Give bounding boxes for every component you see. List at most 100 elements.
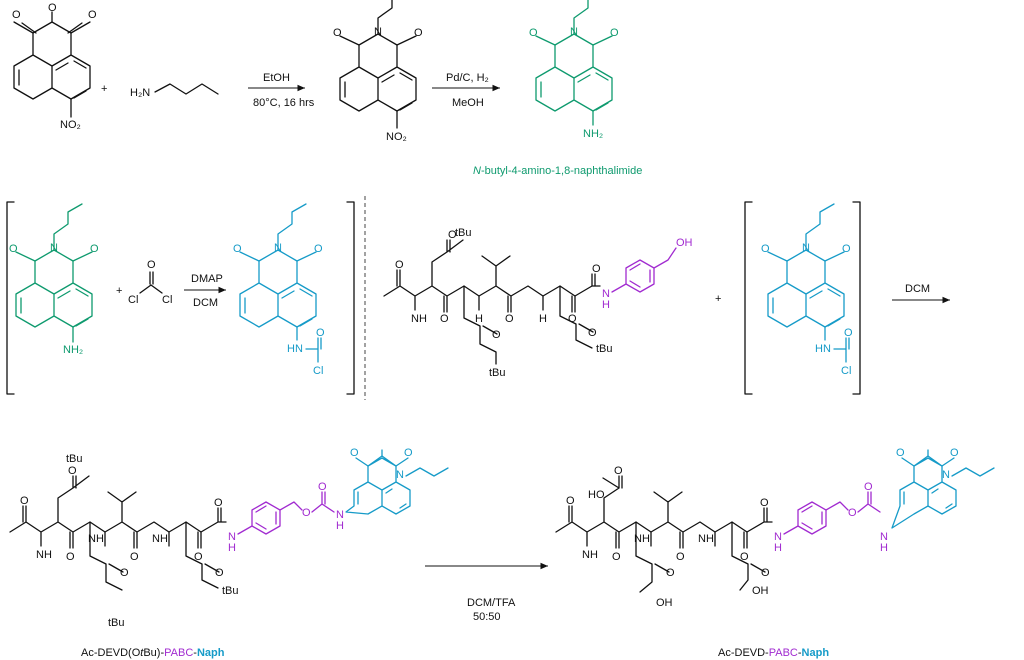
atom-o: O <box>12 9 21 21</box>
product-name-rest: -butyl-4-amino-1,8-naphthalimide <box>481 165 642 177</box>
atom-o: O <box>350 447 359 459</box>
atom-o: O <box>761 243 770 255</box>
tbu-group: tBu <box>66 453 83 465</box>
atom-h: H <box>539 313 547 325</box>
atom-o: O <box>316 327 325 339</box>
label-deprotected-pabc: PABC <box>769 647 798 659</box>
atom-o: O <box>761 567 770 579</box>
atom-cl: Cl <box>162 294 172 306</box>
atom-n: N <box>274 242 282 254</box>
atom-o: O <box>90 243 99 255</box>
conditions-ratio: 50:50 <box>473 611 501 623</box>
atom-o: O <box>66 551 75 563</box>
atom-nh2: NH₂ <box>583 128 603 140</box>
atom-nh: NH <box>88 533 104 545</box>
deprotected-probe: O NH O O HO NH O NH O O OH O OH O N H O … <box>555 447 995 609</box>
label-deprotected-a: Ac-DEVD- <box>718 647 769 659</box>
atom-nh: NH <box>698 533 714 545</box>
atom-n-pabc: N <box>228 531 236 543</box>
atom-o: O <box>215 567 224 579</box>
peptide-pabc-alcohol: O NH O O tBu H O H O O tBu O tBu O N H O… <box>383 227 693 379</box>
atom-o: O <box>666 567 675 579</box>
reaction-arrow-2: Pd/C, H₂ MeOH <box>432 72 500 109</box>
amino-naphthalimide-reactant: O N O NH₂ <box>9 203 99 356</box>
atom-o: O <box>120 567 129 579</box>
atom-hn: HN <box>815 343 831 355</box>
atom-o-pabc: O <box>302 507 311 519</box>
conditions-base: DMAP <box>191 273 223 285</box>
reaction-arrow-1: EtOH 80°C, 16 hrs <box>248 72 315 109</box>
atom-h-pabc: H <box>228 542 236 554</box>
label-protected: Ac-DEVD(OtBu)-PABC-Naph <box>81 647 225 659</box>
atom-o: O <box>48 2 57 14</box>
atom-o: O <box>88 9 97 21</box>
conditions-solvent: EtOH <box>263 72 290 84</box>
atom-n: N <box>50 242 58 254</box>
atom-o: O <box>130 551 139 563</box>
carbamoyl-chloride-naphthalimide: O N O HN O Cl <box>233 203 325 377</box>
atom-o: O <box>194 551 203 563</box>
atom-o: O <box>610 27 619 39</box>
conditions-solvent: DCM <box>193 297 218 309</box>
atom-o: O <box>20 495 29 507</box>
atom-o: O <box>404 447 413 459</box>
tbu-group: tBu <box>455 227 472 239</box>
atom-nh: NH <box>582 549 598 561</box>
conditions-solvent: MeOH <box>452 97 484 109</box>
atom-n: N <box>802 242 810 254</box>
conditions-reagent: DCM/TFA <box>467 597 516 609</box>
plus-sign: + <box>116 285 122 297</box>
atom-n: N <box>396 469 404 481</box>
reaction-arrow-5: DCM/TFA 50:50 <box>425 562 548 623</box>
label-protected-c: Bu)- <box>143 647 164 659</box>
carbamoyl-chloride-naphthalimide-2: O N O HN O Cl <box>761 203 853 377</box>
amino-naphthalimide-product: O N O NH₂ <box>529 0 619 140</box>
atom-o: O <box>614 465 623 477</box>
conditions-catalyst: Pd/C, H₂ <box>446 72 489 84</box>
plus-sign: + <box>715 293 721 305</box>
bracket-left-2 <box>744 201 753 395</box>
atom-o: O <box>950 447 959 459</box>
atom-o: O <box>568 313 577 325</box>
protected-probe: O NH O O tBu NH O NH O O tBu O tBu O N H… <box>9 447 449 629</box>
atom-o-pabc: O <box>848 507 857 519</box>
phosgene: O Cl Cl <box>128 259 172 306</box>
bracket-left <box>6 201 15 395</box>
atom-h-carbamate: H <box>880 542 888 554</box>
product-name: N-butyl-4-amino-1,8-naphthalimide <box>473 165 642 177</box>
atom-nh: NH <box>36 549 52 561</box>
atom-o: O <box>676 551 685 563</box>
atom-o: O <box>214 497 223 509</box>
label-protected-dash: - <box>193 647 197 659</box>
label-deprotected-naph: Naph <box>802 647 830 659</box>
atom-o: O <box>566 495 575 507</box>
atom-n: N <box>374 26 382 38</box>
atom-n-pabc: N <box>602 288 610 300</box>
atom-n-carbamate: N <box>880 531 888 543</box>
atom-oh: OH <box>676 237 693 249</box>
atom-h-pabc: H <box>774 542 782 554</box>
atom-cl: Cl <box>128 294 138 306</box>
atom-o: O <box>492 329 501 341</box>
atom-n-carbamate: N <box>336 509 344 521</box>
tbu-group: tBu <box>489 367 506 379</box>
nitro-naphthalimide: O N O NO₂ <box>333 0 423 143</box>
atom-o: O <box>314 243 323 255</box>
atom-h-carbamate: H <box>336 520 344 532</box>
atom-o: O <box>896 447 905 459</box>
atom-nh: NH <box>152 533 168 545</box>
conditions-temp: 80°C, 16 hrs <box>253 97 315 109</box>
atom-n: N <box>942 469 950 481</box>
product-name-italic: N <box>473 165 481 177</box>
tbu-group: tBu <box>222 585 239 597</box>
tbu-group: tBu <box>108 617 125 629</box>
atom-cl: Cl <box>313 365 323 377</box>
atom-n-pabc: N <box>774 531 782 543</box>
tbu-group: tBu <box>596 343 613 355</box>
label-protected-naph: Naph <box>197 647 225 659</box>
atom-h: H <box>475 313 483 325</box>
atom-oh: OH <box>656 597 673 609</box>
atom-o: O <box>612 551 621 563</box>
atom-o: O <box>414 27 423 39</box>
